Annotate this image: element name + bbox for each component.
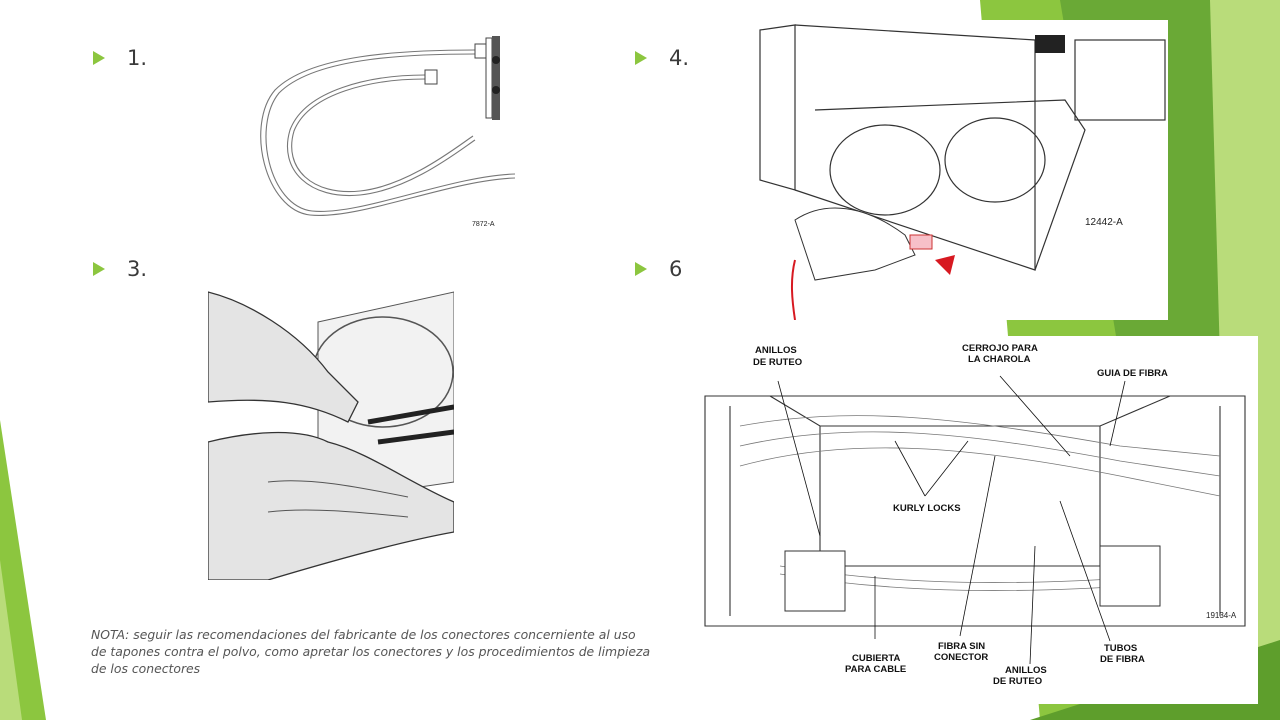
bullet-arrow-icon bbox=[635, 262, 647, 276]
label-kurly-locks: KURLY LOCKS bbox=[893, 503, 961, 514]
bullet-label: 3. bbox=[127, 257, 148, 281]
bullet-label: 4. bbox=[669, 46, 690, 70]
bullet-step-4: 4. bbox=[635, 46, 689, 70]
figure-hands-connecting bbox=[208, 282, 454, 580]
bullet-label: 1. bbox=[127, 46, 148, 70]
figure-tray-insertion: 12442-A bbox=[735, 20, 1168, 320]
footnote-text: NOTA: seguir las recomendaciones del fab… bbox=[91, 627, 651, 676]
figure-code: 12442-A bbox=[1085, 217, 1123, 228]
bullet-step-6: 6 bbox=[635, 257, 682, 281]
label-guia-fibra: GUIA DE FIBRA bbox=[1097, 368, 1168, 379]
figure-fiber-jumper: 7872-A bbox=[250, 30, 520, 245]
bullet-step-3: 3. bbox=[93, 257, 147, 281]
figure-code: 7872-A bbox=[472, 221, 495, 228]
bullet-arrow-icon bbox=[635, 51, 647, 65]
bullet-arrow-icon bbox=[93, 51, 105, 65]
bullet-arrow-icon bbox=[93, 262, 105, 276]
figure-code: 19134-A bbox=[1206, 611, 1237, 620]
bullet-label: 6 bbox=[669, 257, 683, 281]
bullet-step-1: 1. bbox=[93, 46, 147, 70]
